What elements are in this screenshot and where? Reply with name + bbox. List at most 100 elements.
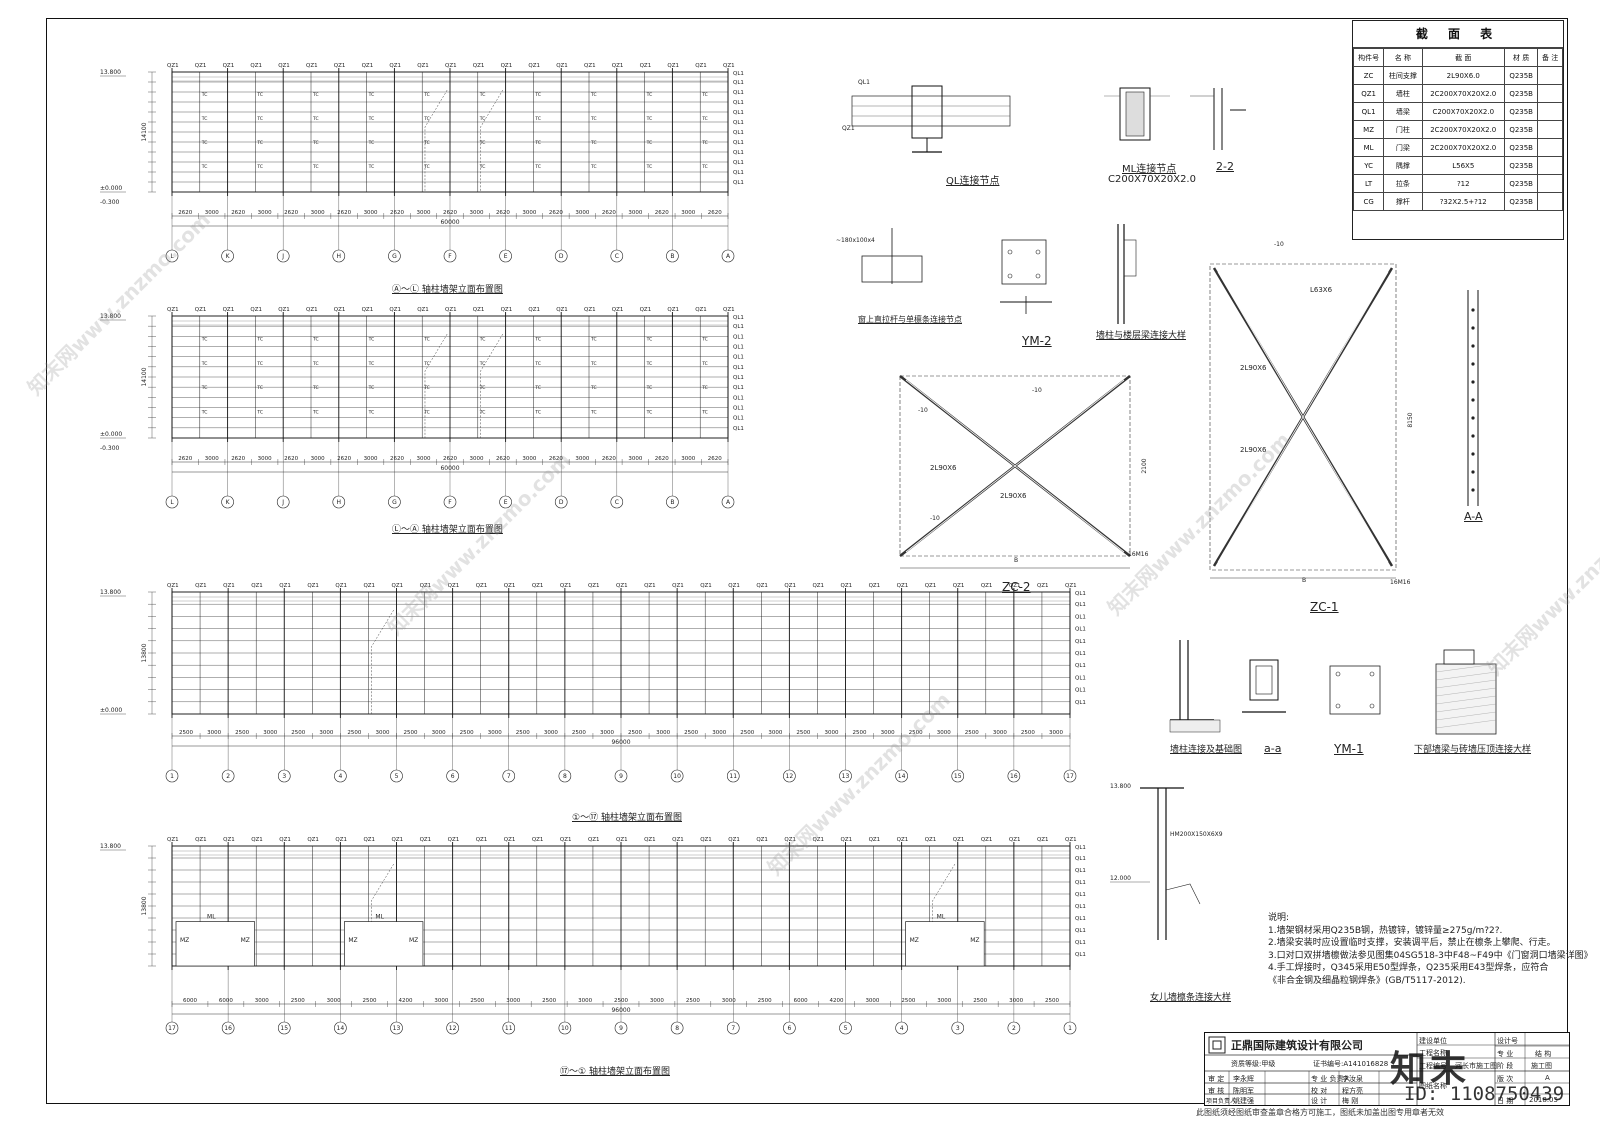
tie-label: TC <box>701 336 708 342</box>
ml-node-plate <box>1119 87 1151 141</box>
dim-label: 3000 <box>469 210 483 216</box>
girt-label: QL1 <box>733 140 744 146</box>
axis-label: 6 <box>451 773 455 780</box>
girt-label: QL1 <box>1075 940 1086 946</box>
version: A <box>1545 1074 1550 1082</box>
table-cell: 构件号 <box>1352 48 1385 67</box>
tie-label: TC <box>701 140 708 146</box>
tie-label: TC <box>368 92 375 98</box>
project-no-label: 工程编号 <box>1419 1062 1447 1070</box>
dim-label: 2500 <box>628 730 642 736</box>
dim-label: 2500 <box>363 998 377 1004</box>
column-label: QZ1 <box>445 63 457 69</box>
table-cell: 备 注 <box>1537 48 1563 67</box>
table-cell: 2L90X6.0 <box>1421 66 1505 85</box>
dim-label: 3000 <box>768 730 782 736</box>
table-cell: 2C200X70X20X2.0 <box>1421 84 1505 103</box>
bolt-hole <box>1035 249 1041 255</box>
girt-label: QL1 <box>733 365 744 371</box>
footer-note: 此图纸须经图纸审查盖章合格方可施工，图纸未加盖出图专用章者无效 <box>1196 1108 1444 1117</box>
axis-label: J <box>281 253 284 260</box>
column-label: QZ1 <box>223 63 235 69</box>
dim-label: 2620 <box>549 210 563 216</box>
dim-label: 3000 <box>722 998 736 1004</box>
girt-label: QL1 <box>733 180 744 186</box>
column-label: QZ1 <box>869 837 881 843</box>
table-cell: ZC <box>1352 66 1385 85</box>
dim-label: 3000 <box>311 210 325 216</box>
column-label: QZ1 <box>167 837 179 843</box>
dim-label: 2500 <box>758 998 772 1004</box>
table-cell: C200X70X20X2.0 <box>1421 102 1505 121</box>
ql-node-label: QL1 <box>858 79 870 86</box>
parapet-level: 13.800 <box>1110 783 1131 790</box>
note-line: 《非合金钢及细晶粒钢焊条》(GB/T5117-2012). <box>1268 975 1466 986</box>
axis-label: 7 <box>507 773 511 780</box>
elevation-title-2: Ⓛ～Ⓐ 轴柱墙架立面布置图 <box>392 525 503 535</box>
dim-label: 3000 <box>650 998 664 1004</box>
tie-label: TC <box>701 361 708 367</box>
tie-label: TC <box>479 361 486 367</box>
dim-label: 3000 <box>417 456 431 462</box>
axis-bubble <box>390 1021 403 1035</box>
girt-label: QL1 <box>1075 651 1086 657</box>
height-label: 14100 <box>141 367 148 386</box>
hatch-line <box>1435 663 1497 673</box>
axis-bubble <box>951 769 965 783</box>
dim-label: 3000 <box>258 210 272 216</box>
tie-label: TC <box>368 336 375 342</box>
axis-label: 3 <box>956 1025 960 1032</box>
dim-label: 2500 <box>901 998 915 1004</box>
column-label: QZ1 <box>841 583 853 589</box>
axis-label: 15 <box>280 1025 288 1032</box>
door-opening <box>175 921 255 967</box>
table-cell: 材 质 <box>1503 48 1539 67</box>
bolt-hole <box>1471 362 1475 366</box>
column-label: QZ1 <box>1037 583 1049 589</box>
dim-label: 2620 <box>655 210 669 216</box>
height-label: 13800 <box>141 896 148 915</box>
dim-label: 2620 <box>390 456 404 462</box>
column-label: QZ1 <box>695 307 707 313</box>
axis-label: 12 <box>786 773 794 780</box>
column-label: QZ1 <box>667 307 679 313</box>
tie-label: TC <box>701 164 708 170</box>
column-label: QZ1 <box>195 307 207 313</box>
axis-bubble <box>554 249 568 263</box>
dim-label: 3000 <box>600 730 614 736</box>
qualification: 资质等级:甲级 <box>1231 1060 1276 1068</box>
tie-label: TC <box>256 92 263 98</box>
dim-label: 2500 <box>965 730 979 736</box>
zc1-brace-inner <box>1217 271 1389 563</box>
ym1-plate <box>1329 665 1381 715</box>
role-label: 专 业 负责人 <box>1311 1075 1351 1083</box>
dim-label: 2500 <box>404 730 418 736</box>
axis-bubble <box>221 249 234 263</box>
notes-title: 说明: <box>1268 913 1290 923</box>
column-label: QZ1 <box>869 583 881 589</box>
version-label: 版 次 <box>1497 1075 1514 1083</box>
hatch-line <box>1435 687 1497 697</box>
axis-bubble <box>1007 769 1021 783</box>
bolt-hole <box>1471 344 1475 348</box>
hatch-line <box>1435 695 1497 705</box>
bolt-hole <box>1471 380 1475 384</box>
brace-line <box>480 333 504 438</box>
dim-label: 2620 <box>178 456 192 462</box>
column-label: QZ1 <box>501 63 513 69</box>
tie-label: TC <box>590 140 597 146</box>
table-cell: CG <box>1352 192 1385 211</box>
axis-bubble <box>554 495 568 509</box>
axis-label: 17 <box>168 1025 176 1032</box>
door-column-label: MZ <box>180 937 189 944</box>
dim-label: 2620 <box>284 210 298 216</box>
tie-label: TC <box>590 385 597 391</box>
column-label: QZ1 <box>644 837 656 843</box>
zc2-label: 2L90X6 <box>930 464 957 472</box>
girt-label: QL1 <box>733 315 744 321</box>
level-label: 13.800 <box>100 589 121 596</box>
project-name-label: 工程名称 <box>1419 1049 1447 1057</box>
